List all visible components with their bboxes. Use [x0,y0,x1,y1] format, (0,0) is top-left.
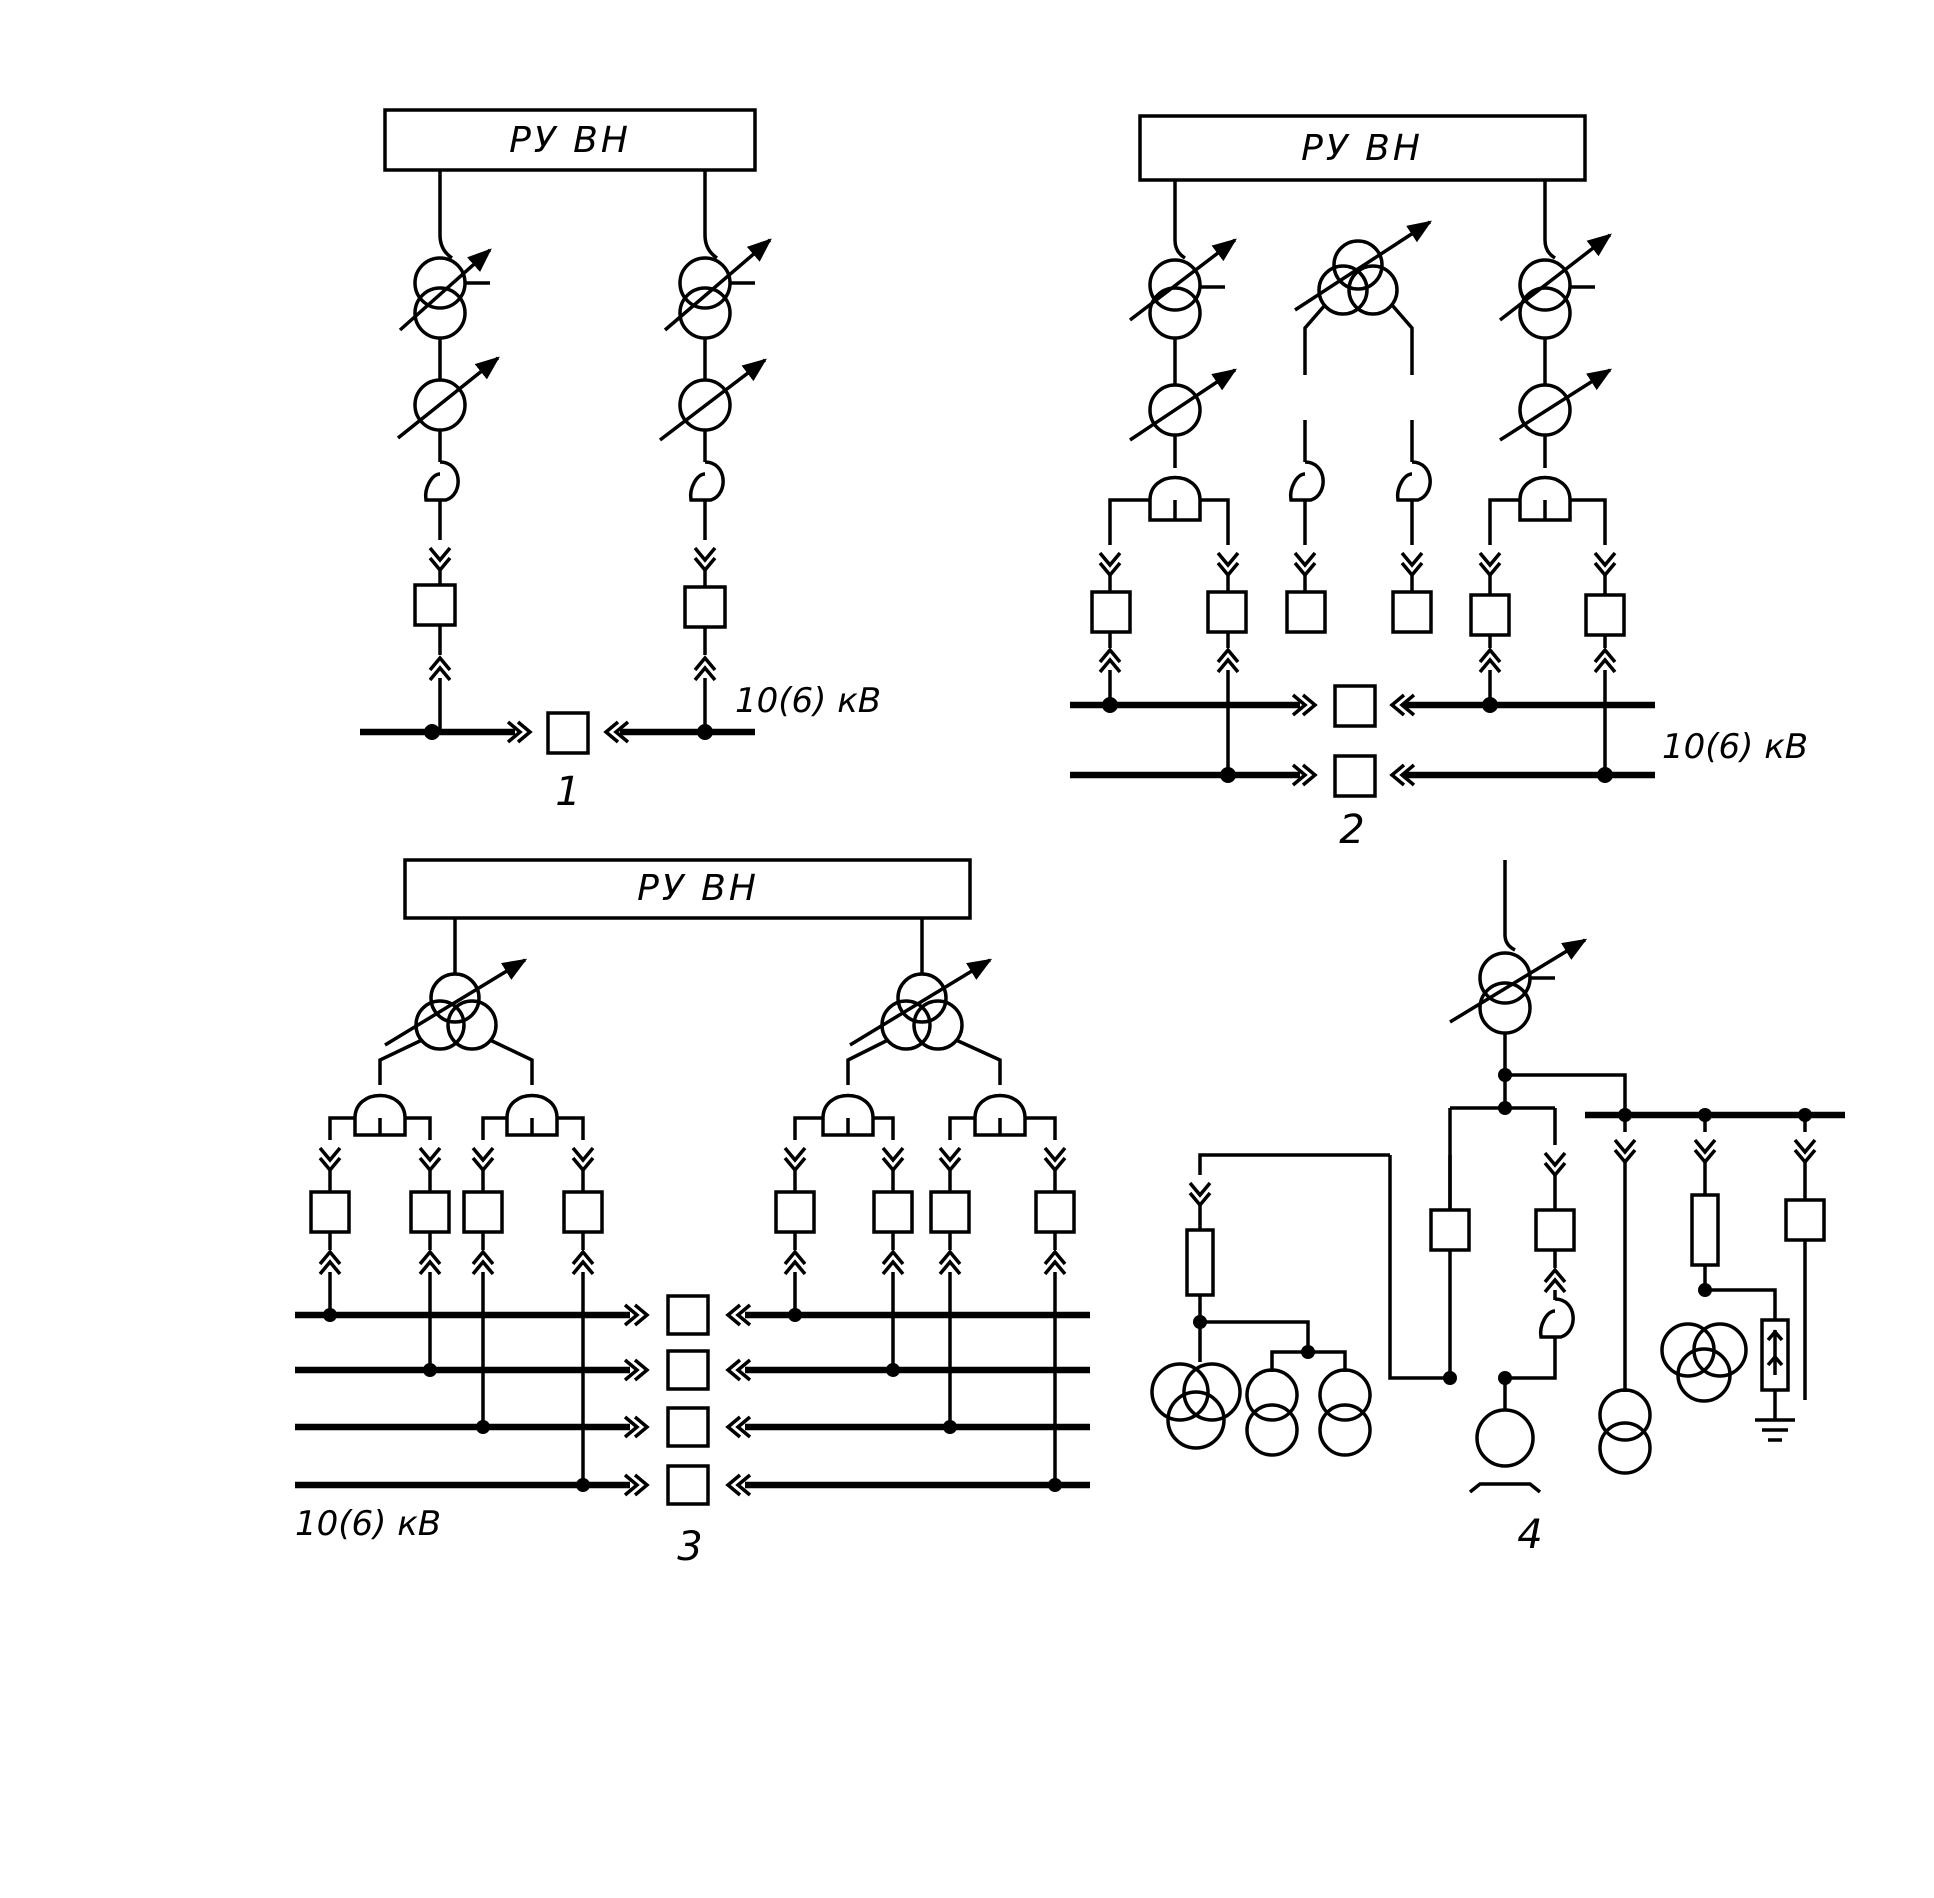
three-winding-transformer-right [846,918,1002,1085]
withdrawable-contact-icon [471,1250,495,1276]
withdrawable-contact-icon [471,1146,495,1172]
circuit-breaker [1206,590,1248,634]
sectional-breaker [1333,684,1377,728]
transformer-branch-right [658,170,772,732]
circuit-breaker [1285,590,1327,634]
withdrawable-contact-icon [318,1250,342,1276]
split-reactor-icon [505,1093,559,1137]
fuse [1185,1228,1215,1297]
scheme-1: РУ ВН [360,108,881,815]
scheme-3: РУ ВН [295,858,1090,1570]
switchgear-hv-label: РУ ВН [509,120,631,161]
reactor-icon [423,460,460,502]
generator [1475,1408,1535,1468]
voltage-label: 10(6) кВ [735,681,881,721]
feeder-transformer [1598,1115,1652,1475]
circuit-breaker [309,1190,351,1234]
busbar-10kv [1070,684,1655,798]
three-winding-transformer-left [378,918,534,1085]
circuit-breaker [1090,590,1132,634]
circuit-breaker [1584,593,1626,637]
circuit-breaker [1034,1190,1076,1234]
sectional-breakers [623,1294,752,1506]
circuit-breaker [462,1190,504,1234]
feeder-generator [1388,1108,1576,1494]
circuit-breaker [1534,1208,1576,1252]
withdrawable-contact-icon [881,1146,905,1172]
feeder-fuse-transformers [1150,1153,1390,1457]
transformer-incoming [1449,860,1627,1115]
split-reactor-icon [1518,475,1572,522]
transformer-winding [413,256,467,310]
scheme-4: 4 [1150,860,1845,1558]
withdrawable-contact-icon [1043,1146,1067,1172]
withdrawable-contact-icon [428,546,452,572]
scheme-3-feeders [309,1093,1076,1492]
scheme-number: 2 [1339,807,1364,853]
circuit-breaker [683,585,727,629]
circuit-breaker [1469,593,1511,637]
scheme-number: 3 [677,1524,702,1570]
switchgear-hv-label: РУ ВН [1301,128,1423,169]
switchgear-hv-box [403,858,972,920]
circuit-breaker [872,1190,914,1234]
circuit-breaker [929,1190,971,1234]
feeder-fuse-arrester [1660,1115,1795,1442]
withdrawable-contact-icon [881,1250,905,1276]
withdrawable-contact-icon [571,1146,595,1172]
circuit-breaker [1429,1208,1471,1252]
withdrawable-contact-icon [693,656,717,682]
switchgear-hv-label: РУ ВН [637,868,759,909]
sectional-breaker [1333,754,1377,798]
transformer-branch-middle [1285,220,1433,634]
withdrawable-contact-icon [1043,1250,1067,1276]
circuit-breaker [562,1190,604,1234]
feeder-outgoing [1784,1115,1826,1400]
split-reactor-icon [353,1093,407,1137]
transformer-branch-left [396,170,500,732]
voltage-label: 10(6) кВ [1662,727,1808,767]
scheme-2: РУ ВН [1070,114,1808,853]
sectional-breaker [666,1464,710,1506]
withdrawable-contact-icon [693,546,717,572]
withdrawable-contact-icon [571,1250,595,1276]
withdrawable-contact-icon [783,1146,807,1172]
circuit-breaker [1391,590,1433,634]
circuit-breaker [413,583,457,627]
transformer-branch-right [1469,180,1626,775]
split-reactor-icon [821,1093,875,1137]
ground-mark [1468,1482,1542,1494]
split-reactor-icon [1148,475,1202,522]
circuit-breaker [774,1190,816,1234]
fuse [1690,1193,1720,1267]
split-reactor-icon [973,1093,1027,1137]
sectional-breaker [666,1349,710,1391]
switchgear-hv-box [383,108,757,172]
scheme-number: 4 [1517,1512,1542,1558]
scheme-number: 1 [555,769,580,815]
circuit-breaker [409,1190,451,1234]
withdrawable-contact-icon [318,1146,342,1172]
transformer-branch-left [1090,180,1248,775]
withdrawable-contact-icon [418,1146,442,1172]
reactor-icon [688,460,725,502]
sectional-breaker [666,1294,710,1336]
sectional-breaker [666,1406,710,1448]
withdrawable-contact-icon [938,1250,962,1276]
circuit-breaker [1784,1198,1826,1242]
withdrawable-contact-icon [938,1146,962,1172]
withdrawable-contact-icon [783,1250,807,1276]
busbar-10kv [295,1311,1090,1489]
voltage-label: 10(6) кВ [295,1504,441,1544]
switchgear-hv-box [1138,114,1587,182]
sectional-breaker [546,711,590,755]
busbar-10kv [360,711,755,755]
withdrawable-contact-icon [418,1250,442,1276]
withdrawable-contact-icon [428,656,452,682]
